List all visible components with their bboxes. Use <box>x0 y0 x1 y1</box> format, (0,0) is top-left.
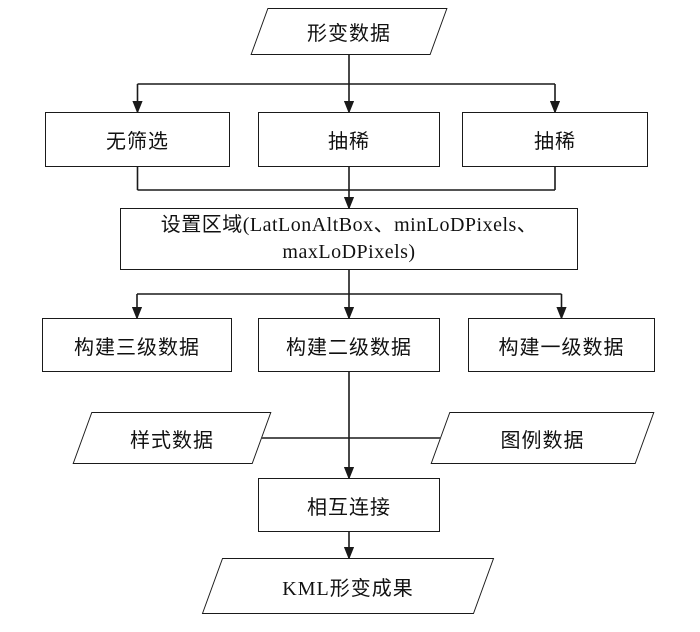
node-label: 构建一级数据 <box>498 336 625 359</box>
node-no-filter: 无筛选 <box>45 112 230 167</box>
node-label: 样式数据 <box>130 429 214 452</box>
connector-input-to-filters <box>132 55 561 114</box>
node-legend-data: 图例数据 <box>430 412 655 464</box>
node-input-data: 形变数据 <box>250 8 448 55</box>
node-output: KML形变成果 <box>201 558 495 614</box>
node-build-level2: 构建二级数据 <box>258 318 440 372</box>
node-label: 图例数据 <box>500 429 585 452</box>
node-label: 抽稀 <box>534 131 576 153</box>
node-label: 设置区域(LatLonAltBox、minLoDPixels、 maxLoDPi… <box>161 212 538 266</box>
node-label: 相互连接 <box>307 496 391 519</box>
node-interconnect: 相互连接 <box>258 478 440 532</box>
node-build-level3: 构建三级数据 <box>42 318 232 372</box>
node-style-data: 样式数据 <box>72 412 272 464</box>
node-build-level1: 构建一级数据 <box>468 318 655 372</box>
node-label: 无筛选 <box>106 131 169 153</box>
node-label: 形变数据 <box>307 23 391 45</box>
connector-region-to-builders <box>131 270 567 320</box>
node-set-region: 设置区域(LatLonAltBox、minLoDPixels、 maxLoDPi… <box>120 208 578 270</box>
node-label: 构建二级数据 <box>286 336 412 359</box>
node-thin-right: 抽稀 <box>462 112 648 167</box>
node-label: 构建三级数据 <box>74 336 200 359</box>
set-region-line2: maxLoDPixels) <box>282 241 416 263</box>
set-region-line1: 设置区域(LatLonAltBox、minLoDPixels、 <box>160 214 538 236</box>
node-label: KML形变成果 <box>282 577 414 600</box>
node-thin-left: 抽稀 <box>258 112 440 167</box>
connector-builders-to-interconnect <box>262 372 440 480</box>
connector-filters-to-region <box>136 167 556 210</box>
node-label: 抽稀 <box>328 131 370 153</box>
